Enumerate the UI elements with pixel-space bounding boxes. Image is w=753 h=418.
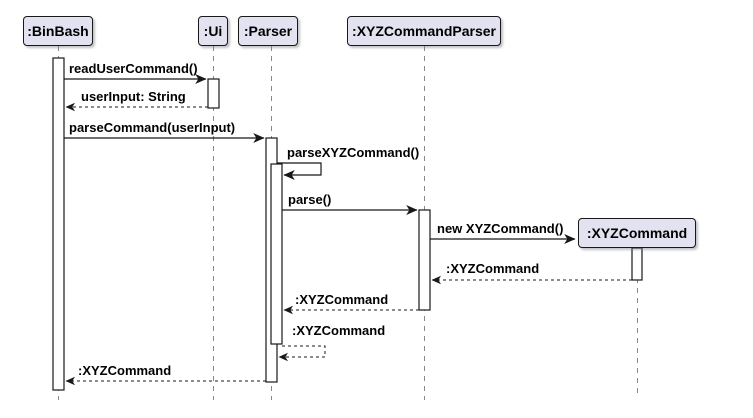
participant-xyzcommand: :XYZCommand [578,218,696,248]
participant-xyzcommandparser: :XYZCommandParser [347,16,501,46]
participant-ui: :Ui [198,16,228,46]
participant-parser-label: :Parser [243,23,293,39]
message-label-parse: parse() [288,192,332,207]
activation-xyzcommandparser [418,209,431,311]
message-label-parse-xyz-command: parseXYZCommand() [287,145,420,160]
message-label-return-xyzcommand-2: :XYZCommand [295,292,389,307]
participant-binbash: :BinBash [23,16,93,46]
message-label-return-xyzcommand-4: :XYZCommand [78,363,172,378]
participant-xyzcommand-label: :XYZCommand [586,225,688,241]
participant-parser: :Parser [238,16,298,46]
participant-binbash-label: :BinBash [27,23,89,39]
activation-xyzcommand [631,247,643,281]
arrow-parse-xyz-command-self [277,162,322,181]
message-label-read-user-command: readUserCommand() [69,61,198,76]
participant-ui-label: :Ui [203,23,223,39]
activation-binbash [52,57,65,391]
message-label-return-xyzcommand-3: :XYZCommand [292,323,386,338]
message-label-return-xyzcommand-1: :XYZCommand [446,261,540,276]
message-label-parse-command: parseCommand(userInput) [69,120,236,135]
participant-xyzcommandparser-label: :XYZCommandParser [352,23,496,39]
activation-ui [207,78,220,109]
message-label-user-input-string: userInput: String [81,89,186,104]
arrow-return-parser-self [278,345,326,362]
activation-parser-nested [270,163,283,345]
message-label-new-xyz-command: new XYZCommand() [437,221,564,236]
